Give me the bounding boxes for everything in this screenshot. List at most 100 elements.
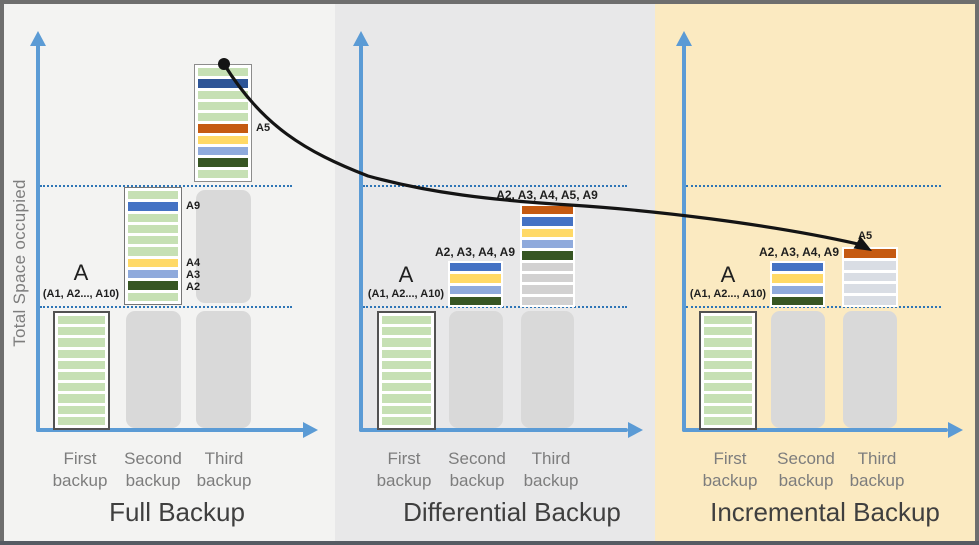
full-tick-first-backup: First backup <box>52 449 108 491</box>
data-block-green <box>382 316 431 325</box>
incr-first-backup-bar <box>699 311 757 430</box>
data-block-green <box>198 113 248 122</box>
frame-top <box>0 0 979 4</box>
full-second-ghost-bar <box>126 311 181 428</box>
data-block-green <box>58 349 105 358</box>
data-block-green <box>382 327 431 336</box>
diff-y-axis <box>359 44 363 432</box>
data-block-green <box>198 101 248 111</box>
full-callout-a3: A3 <box>186 269 201 281</box>
data-block-darkgreen <box>198 158 248 167</box>
incr-third-ghost-bar <box>843 311 897 428</box>
data-block-orange <box>844 249 896 258</box>
data-block-green <box>58 405 105 414</box>
diff-tick-second-backup: Second backup <box>448 449 506 491</box>
incr-tick-third-backup: Third backup <box>849 449 905 491</box>
data-block-blue <box>772 263 823 272</box>
data-block-gray <box>522 285 573 294</box>
full-dotted-line-upper <box>40 185 292 187</box>
data-block-bluegray <box>844 272 896 282</box>
data-block-green <box>704 338 752 347</box>
diff-third-ghost-bar <box>521 311 574 428</box>
data-block-green <box>704 394 752 403</box>
data-block-darkgreen <box>522 251 573 260</box>
data-block-green <box>704 383 752 392</box>
data-block-lightblue <box>522 239 573 249</box>
incr-second-backup-stack <box>770 261 825 307</box>
diff-second-ghost-bar <box>449 311 503 428</box>
data-block-yellow <box>772 274 823 283</box>
data-block-green <box>704 327 752 336</box>
full-third-ghost-bar-lower <box>196 311 251 428</box>
data-block-lightblue <box>198 147 248 156</box>
diff-dataset-label: A <box>398 262 414 287</box>
data-block-green <box>382 394 431 403</box>
data-block-gray <box>522 273 573 283</box>
data-block-green <box>128 292 178 301</box>
data-block-green <box>198 68 248 77</box>
full-y-axis-arrow-icon <box>30 31 46 46</box>
incr-dataset-sublabel: (A1, A2..., A10) <box>689 288 767 300</box>
full-callout-a2: A2 <box>186 281 201 293</box>
data-block-blue <box>450 263 501 272</box>
diff-x-axis <box>359 428 628 432</box>
incr-x-axis <box>682 428 948 432</box>
full-dataset-label: A <box>73 260 89 285</box>
incr-dotted-line-lower <box>686 306 941 308</box>
incr-tick-second-backup: Second backup <box>777 449 835 491</box>
data-block-green <box>198 90 248 99</box>
data-block-green <box>58 416 105 426</box>
data-block-green <box>704 372 752 381</box>
incr-dataset-label: A <box>720 262 736 287</box>
data-block-bluegray <box>844 284 896 294</box>
data-block-navy <box>198 79 248 88</box>
data-block-green <box>128 224 178 234</box>
data-block-green <box>58 338 105 347</box>
data-block-darkgreen <box>128 281 178 290</box>
diff-third-backup-stack <box>520 204 575 307</box>
data-block-darkgreen <box>772 296 823 305</box>
data-block-orange <box>198 124 248 133</box>
incr-second-stack-label: A2, A3, A4, A9 <box>758 245 840 259</box>
data-block-green <box>128 247 178 256</box>
data-block-lightblue <box>128 270 178 279</box>
full-x-axis-arrow-icon <box>303 422 318 438</box>
data-block-yellow <box>522 228 573 237</box>
incr-tick-first-backup: First backup <box>702 449 758 491</box>
data-block-green <box>704 360 752 370</box>
data-block-lightblue <box>772 285 823 294</box>
incr-callout-a5: A5 <box>858 230 873 242</box>
data-block-green <box>704 405 752 414</box>
data-block-green <box>128 236 178 245</box>
data-block-green <box>58 360 105 370</box>
diff-first-backup-bar <box>377 311 436 430</box>
data-block-green <box>704 416 752 426</box>
data-block-yellow <box>128 258 178 268</box>
data-block-green <box>382 405 431 414</box>
frame-bottom <box>0 541 979 545</box>
full-dotted-line-lower <box>40 306 292 308</box>
data-block-green <box>382 416 431 426</box>
full-x-axis <box>36 428 305 432</box>
full-third-ghost-bar-upper <box>196 190 251 303</box>
data-block-green <box>382 383 431 392</box>
incr-third-backup-stack <box>842 247 898 307</box>
full-y-axis <box>36 44 40 432</box>
full-dataset-sublabel: (A1, A2..., A10) <box>42 288 120 300</box>
frame-right <box>975 0 979 545</box>
diff-y-axis-arrow-icon <box>353 31 369 46</box>
data-block-green <box>704 349 752 358</box>
incr-y-axis-arrow-icon <box>676 31 692 46</box>
data-block-green <box>198 169 248 178</box>
diff-dataset-sublabel: (A1, A2..., A10) <box>367 288 445 300</box>
data-block-green <box>58 327 105 336</box>
data-block-green <box>58 394 105 403</box>
differential-backup-title: Differential Backup <box>403 497 621 527</box>
data-block-bluegray <box>844 260 896 270</box>
data-block-green <box>58 372 105 381</box>
full-second-backup-bar <box>124 187 182 305</box>
full-first-backup-bar <box>53 311 110 430</box>
data-block-lightblue <box>450 285 501 294</box>
incr-second-ghost-bar <box>771 311 825 428</box>
